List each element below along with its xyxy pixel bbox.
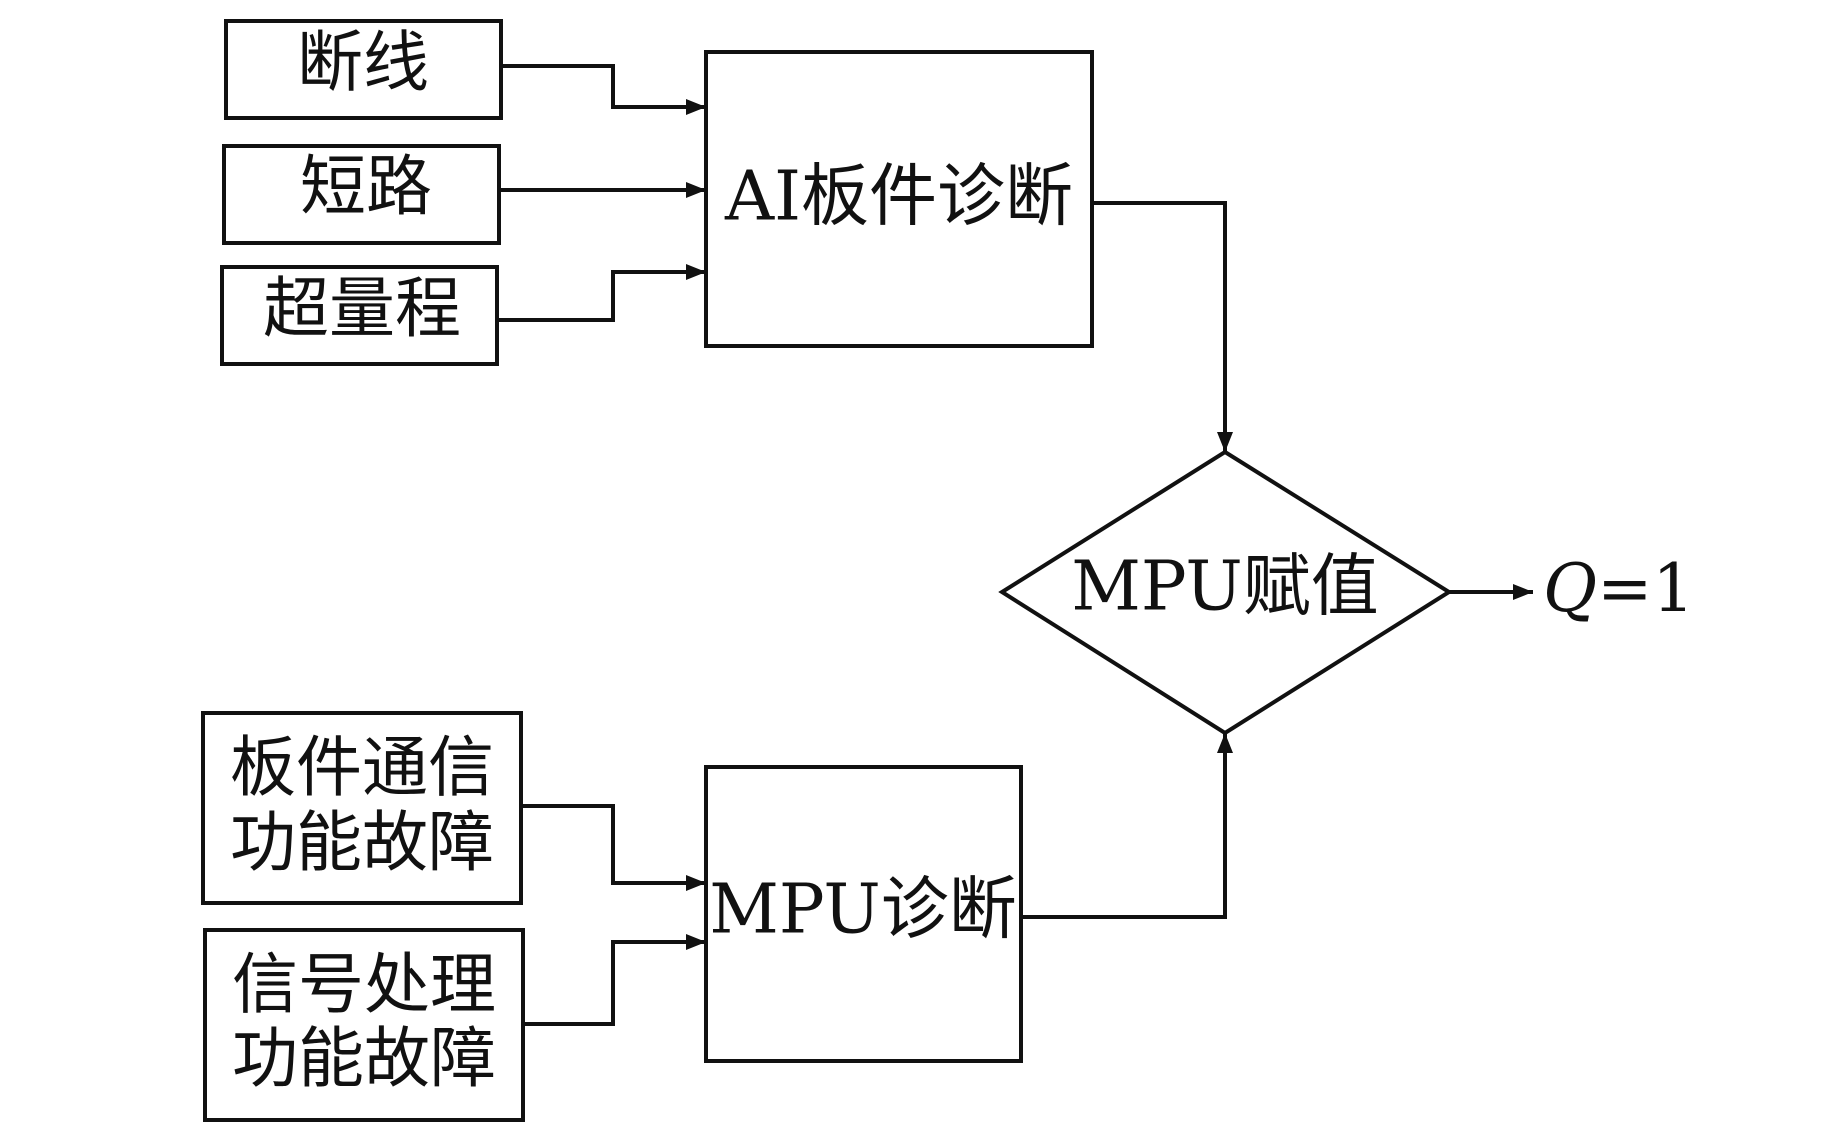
mpu-assignment-decision: MPU赋值 xyxy=(998,449,1453,736)
input-label-short-circuit: 短路 xyxy=(300,148,432,225)
ai-board-diagnosis-label: AI板件诊断 xyxy=(724,158,1073,237)
mpu-diagnosis-block: MPU诊断 xyxy=(704,765,1023,1063)
input-box-over-range: 超量程 xyxy=(220,265,499,366)
mpu-assignment-label: MPU赋值 xyxy=(1071,548,1379,627)
input-label-over-range: 超量程 xyxy=(263,270,461,347)
connector-broken-wire-to-ai xyxy=(501,64,706,115)
output-variable: Q xyxy=(1543,550,1597,627)
input-box-signal-processing-fault: 信号处理 功能故障 xyxy=(203,928,525,1122)
connector-board-communication-to-mpu xyxy=(521,804,706,891)
input-box-board-communication-fault: 板件通信 功能故障 xyxy=(201,711,523,905)
ai-board-diagnosis-block: AI板件诊断 xyxy=(704,50,1094,348)
input-label-board-communication-line2: 功能故障 xyxy=(230,804,494,881)
output-equals-value: =1 xyxy=(1597,550,1694,627)
connector-over-range-to-ai xyxy=(497,264,706,322)
input-label-signal-processing-line2: 功能故障 xyxy=(232,1020,496,1097)
input-box-broken-wire: 断线 xyxy=(224,19,503,120)
input-label-signal-processing-line1: 信号处理 xyxy=(232,946,496,1023)
svg-text:Q=1: Q=1 xyxy=(1543,550,1694,627)
input-label-broken-wire: 断线 xyxy=(297,24,429,101)
input-box-short-circuit: 短路 xyxy=(222,144,501,245)
connector-ai-to-decision xyxy=(1092,201,1233,452)
connector-signal-processing-to-mpu xyxy=(523,934,706,1026)
input-label-board-communication-line1: 板件通信 xyxy=(230,729,494,806)
output-result: Q=1 xyxy=(1543,550,1694,627)
mpu-diagnosis-label: MPU诊断 xyxy=(709,871,1017,950)
connector-mpu-to-decision xyxy=(1021,733,1233,919)
